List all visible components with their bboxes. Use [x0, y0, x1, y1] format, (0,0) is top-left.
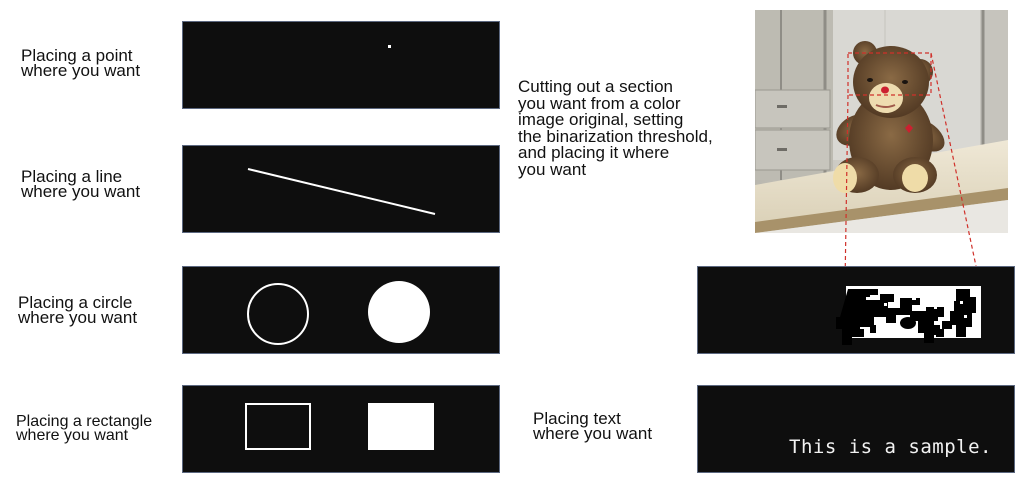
teddy-bear-image: [755, 10, 1008, 233]
circle-filled-icon: [368, 281, 430, 343]
label-line-1: Placing a point: [21, 46, 133, 65]
label-rectangle: Placing a rectangle where you want: [16, 413, 153, 444]
label-circle: Placing a circle where you want: [18, 293, 138, 327]
label-line-1: Placing a rectangle: [16, 413, 153, 430]
label-line-1: Placing a line: [21, 167, 123, 186]
teddy-bear-photo: [755, 10, 1008, 233]
label-line-2: where you want: [533, 424, 653, 443]
label-line-2: you want from a color: [518, 93, 681, 113]
label-line-2: where you want: [21, 182, 141, 201]
label-line-1: Placing text: [533, 409, 621, 428]
line-panel: [182, 145, 500, 233]
label-line-5: and placing it where: [518, 143, 670, 162]
label-line-6: you want: [518, 159, 587, 179]
label-text: Placing text where you want: [533, 409, 653, 443]
line-icon: [247, 168, 436, 215]
label-line-1: Placing a circle: [18, 293, 133, 312]
label-line-1: Cutting out a section: [518, 77, 673, 96]
sample-text: This is a sample.: [789, 436, 992, 458]
point-panel: [182, 21, 500, 109]
label-line-2: where you want: [18, 308, 138, 327]
text-panel: This is a sample.: [697, 385, 1015, 473]
label-line: Placing a line where you want: [21, 167, 141, 201]
circle-icons: [247, 281, 430, 345]
label-line-3: image original, setting: [518, 110, 684, 129]
point-icon: [388, 45, 391, 48]
rectangle-icons: [245, 403, 434, 450]
rectangle-filled-icon: [368, 403, 434, 450]
circle-panel: [182, 266, 500, 354]
binarized-patch: [836, 286, 981, 345]
rectangle-panel: [182, 385, 500, 473]
label-line-4: the binarization threshold,: [518, 126, 713, 146]
label-line-2: where you want: [16, 427, 129, 444]
circle-outline-icon: [247, 283, 309, 345]
cutout-panel: [697, 266, 1015, 354]
label-point: Placing a point where you want: [21, 46, 141, 80]
label-line-2: where you want: [21, 61, 141, 80]
label-cutout: Cutting out a section you want from a co…: [518, 77, 713, 179]
rectangle-outline-icon: [245, 403, 311, 450]
